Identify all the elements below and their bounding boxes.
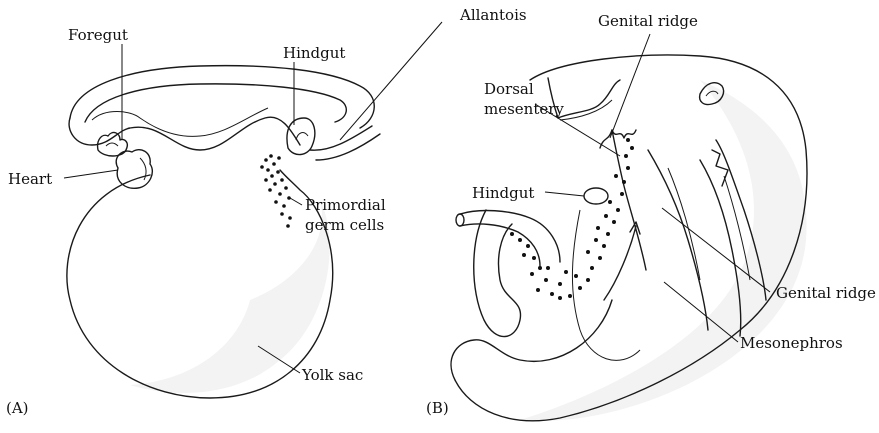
germ-cells-a — [260, 154, 292, 228]
label-genital-ridge-right: Genital ridge — [776, 284, 876, 302]
label-hindgut-a: Hindgut — [283, 44, 345, 62]
panel-b: Allantois Genital ridge Dorsal mesentery… — [426, 6, 876, 421]
label-heart: Heart — [8, 170, 52, 188]
leader-genital-ridge-top — [610, 34, 650, 138]
leader-heart — [64, 170, 118, 178]
hindgut-shape — [287, 118, 315, 155]
label-mesonephros: Mesonephros — [740, 334, 843, 352]
label-primordial-1: Primordial — [305, 196, 386, 214]
hindgut-b-opening — [456, 214, 464, 226]
migration-arrow — [604, 226, 636, 300]
genital-ridge-fold — [648, 150, 708, 330]
label-genital-ridge-top: Genital ridge — [598, 12, 698, 30]
embryo-b-shading — [520, 80, 807, 421]
embryo-neural-line — [92, 108, 268, 136]
hindgut-b-tube — [460, 211, 560, 262]
panel-label-a: (A) — [6, 399, 29, 417]
panel-label-b: (B) — [426, 399, 449, 417]
leader-primordial — [290, 198, 302, 205]
genital-ridge-top — [600, 130, 636, 148]
embryo-ventral-fold — [69, 117, 300, 150]
embryo-body-inner — [85, 84, 346, 122]
label-dorsal-1: Dorsal — [484, 80, 534, 98]
label-primordial-2: germ cells — [305, 216, 384, 234]
label-hindgut-b: Hindgut — [472, 184, 534, 202]
label-yolk-sac: Yolk sac — [301, 366, 363, 384]
gut-loop — [474, 210, 521, 337]
hindgut-b-section — [584, 188, 608, 204]
leader-hindgut-b — [545, 192, 584, 196]
label-foregut: Foregut — [68, 26, 128, 44]
label-allantois: Allantois — [459, 6, 527, 24]
leader-allantois — [340, 22, 442, 140]
label-dorsal-2: mesentery — [484, 100, 564, 118]
panel-a: Foregut Hindgut Heart Primordial germ ce… — [6, 22, 442, 417]
heart-shape — [116, 150, 152, 189]
